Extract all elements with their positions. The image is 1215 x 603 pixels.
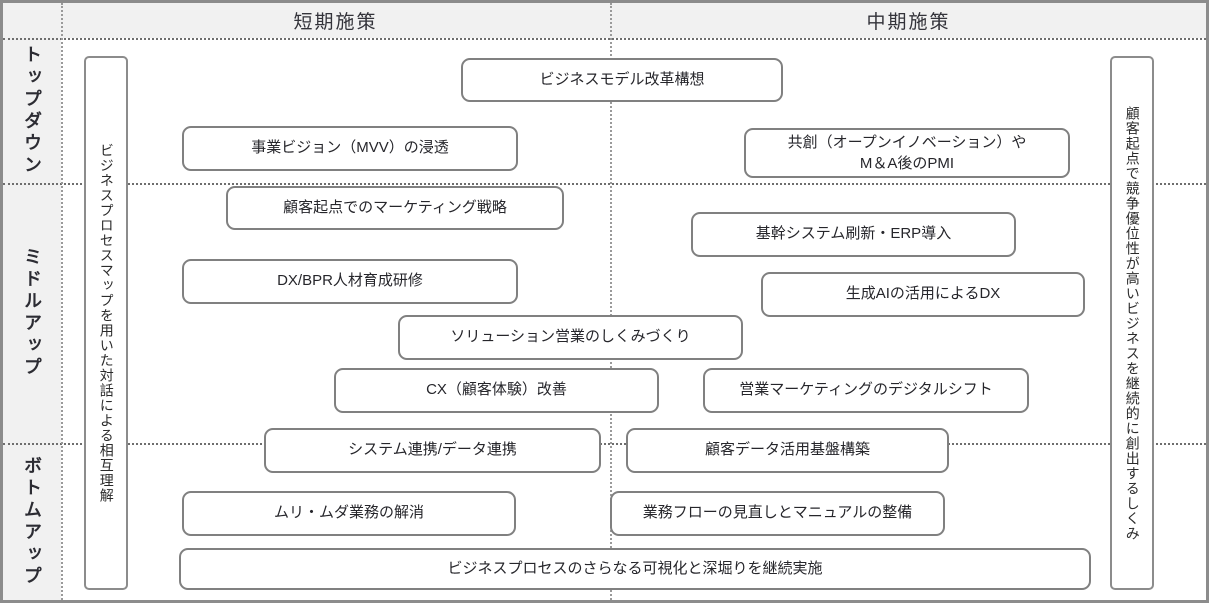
header-corner-cell [3,3,61,38]
measure-box-sales-mktg-digital[interactable]: 営業マーケティングのデジタルシフト [703,368,1029,413]
measure-box-process-visualization[interactable]: ビジネスプロセスのさらなる可視化と深堀りを継続実施 [179,548,1091,590]
measure-box-waste-elimination[interactable]: ムリ・ムダ業務の解消 [182,491,516,536]
frame-bottom [0,600,1209,603]
frame-right [1206,0,1209,603]
measure-box-business-model-reform[interactable]: ビジネスモデル改革構想 [461,58,783,102]
right-vertical-band-text: 顧客起点で競争優位性が高いビジネスを継続的に創出するしくみ [1124,105,1141,541]
row-label-bottom-up: ボトムアップ [3,443,61,600]
measure-box-co-creation-pmi[interactable]: 共創（オープンイノベーション）や M＆A後のPMI [744,128,1070,178]
grid-line-row2-divider [3,443,1206,445]
column-header-mid-term: 中期施策 [611,3,1206,38]
measure-box-cx-improvement[interactable]: CX（顧客体験）改善 [334,368,659,413]
measure-box-dx-bpr-training[interactable]: DX/BPR人材育成研修 [182,259,518,304]
measure-box-core-system-erp[interactable]: 基幹システム刷新・ERP導入 [691,212,1016,257]
measure-box-mvv-penetration[interactable]: 事業ビジョン（MVV）の浸透 [182,126,518,171]
measure-box-customer-data-platform[interactable]: 顧客データ活用基盤構築 [626,428,949,473]
measure-box-solution-sales[interactable]: ソリューション営業のしくみづくり [398,315,743,360]
left-vertical-band: ビジネスプロセスマップを用いた対話による相互理解 [84,56,128,590]
measure-box-workflow-manual[interactable]: 業務フローの見直しとマニュアルの整備 [610,491,945,536]
left-vertical-band-text: ビジネスプロセスマップを用いた対話による相互理解 [98,143,115,503]
grid-line-rowlabel-divider [61,3,63,600]
grid-line-row1-divider [3,183,1206,185]
frame-top [0,0,1209,3]
row-label-middle-up-text: ミドルアップ [22,247,42,379]
measure-box-customer-centric-mktg[interactable]: 顧客起点でのマーケティング戦略 [226,186,564,230]
row-label-middle-up: ミドルアップ [3,183,61,443]
measure-box-genai-dx[interactable]: 生成AIの活用によるDX [761,272,1085,317]
row-label-top-down-text: トップダウン [22,44,42,177]
grid-line-header-divider [3,38,1206,40]
measure-box-system-data-linkage[interactable]: システム連携/データ連携 [264,428,601,473]
column-header-short-term: 短期施策 [61,3,610,38]
right-vertical-band: 顧客起点で競争優位性が高いビジネスを継続的に創出するしくみ [1110,56,1154,590]
measure-box-co-creation-pmi-line1: 共創（オープンイノベーション）や [787,134,1027,151]
row-label-top-down: トップダウン [3,38,61,183]
measure-box-co-creation-pmi-line2: M＆A後のPMI [859,155,955,172]
frame-left [0,0,3,603]
row-label-bottom-up-text: ボトムアップ [22,455,42,588]
grid-line-column-divider [610,3,612,600]
